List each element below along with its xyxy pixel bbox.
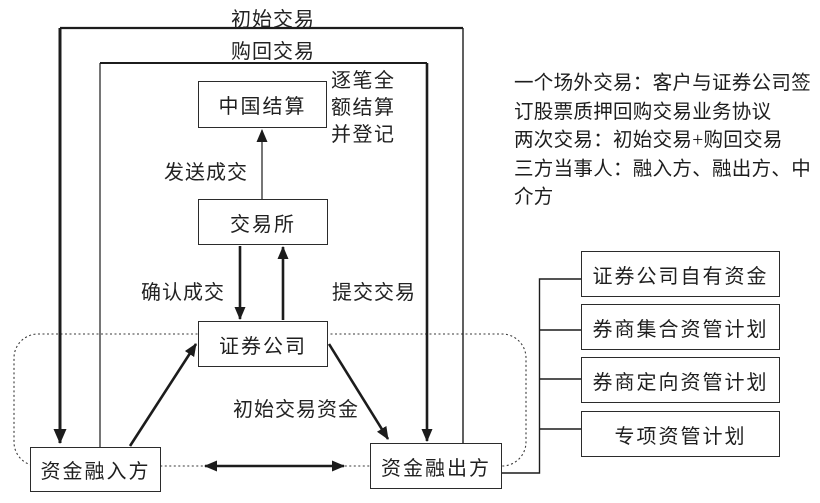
node-funding-source-own-capital: 证券公司自有资金 — [581, 251, 780, 297]
send-execution-label: 发送成交 — [164, 162, 248, 184]
party-group-dotted-outline — [13, 333, 527, 467]
repurchase-trade-label: 购回交易 — [231, 41, 315, 63]
notes-block: 一个场外交易：客户与证券公司签订股票质押回购交易业务协议 两次交易：初始交易+购… — [514, 70, 818, 213]
initial-trade-label: 初始交易 — [231, 9, 315, 31]
node-funding-source-collective-plan: 券商集合资管计划 — [581, 304, 780, 350]
confirm-execution-label: 确认成交 — [141, 282, 225, 304]
node-china-clearing: 中国结算 — [198, 81, 327, 128]
node-funding-source-directed-plan: 券商定向资管计划 — [581, 357, 780, 403]
note-two-trades: 两次交易：初始交易+购回交易 — [514, 130, 783, 151]
note-otc-trade: 一个场外交易：客户与证券公司签订股票质押回购交易业务协议 — [514, 73, 812, 123]
node-securities-company: 证券公司 — [198, 321, 328, 367]
funding-sources-connector — [502, 278, 581, 474]
securities-to-lender-arrow — [327, 343, 390, 440]
per-trade-settlement-label: 逐笔全额结算并登记 — [331, 70, 396, 146]
node-fund-borrower: 资金融入方 — [30, 447, 161, 492]
note-three-parties: 三方当事人：融入方、融出方、中介方 — [514, 158, 812, 209]
node-funding-source-special-plan: 专项资管计划 — [581, 411, 780, 457]
node-fund-lender: 资金融出方 — [370, 443, 502, 489]
borrower-to-securities-arrow — [128, 343, 198, 447]
initial-trade-funds-label: 初始交易资金 — [233, 399, 359, 421]
submit-trade-label: 提交交易 — [332, 282, 416, 304]
node-exchange: 交易所 — [198, 199, 328, 245]
